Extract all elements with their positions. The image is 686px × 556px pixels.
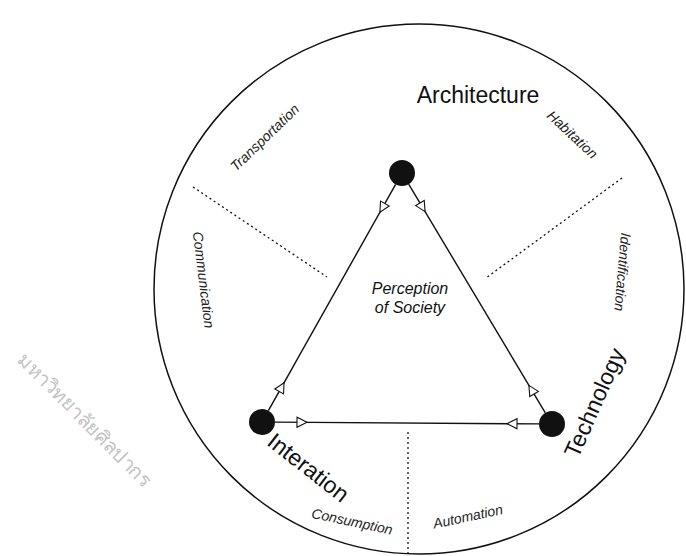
arrow-head — [529, 385, 538, 396]
vertex-node: Technology — [539, 411, 565, 437]
connector-line — [275, 422, 539, 424]
arrow-head — [416, 200, 425, 211]
sector-label: Habitation — [544, 108, 601, 162]
sector-label: Identification — [611, 232, 633, 312]
arrow-head — [275, 383, 284, 394]
arrow-head — [507, 419, 517, 429]
vertex-dot-shape — [389, 160, 415, 186]
sector-label: Communication — [189, 231, 216, 329]
sector-label: Transportation — [228, 101, 303, 174]
connector-line — [268, 184, 395, 410]
vertex-dot-shape — [539, 411, 565, 437]
sector-label: Automation — [432, 502, 504, 532]
vertex-node: Interation — [249, 409, 275, 435]
vertex-label: Interation — [262, 429, 353, 508]
vertex-dot — [389, 160, 415, 186]
watermark: มหาวิทยาลัยศิลปากร — [14, 349, 157, 492]
arrow-head — [380, 201, 389, 212]
sector-divider — [407, 432, 408, 556]
vertex-label: Architecture — [417, 83, 540, 108]
center-label: Perception of Society — [372, 279, 449, 317]
connector-line — [409, 184, 546, 413]
vertex-node: Architecture — [389, 160, 415, 186]
vertex-dot-shape — [249, 409, 275, 435]
vertex-label: Technology — [560, 345, 630, 462]
arrow-head — [297, 417, 307, 427]
outer-circle — [154, 24, 684, 554]
sector-divider — [486, 178, 622, 278]
vertex-dot — [249, 409, 275, 435]
vertex-dot — [539, 411, 565, 437]
sector-divider — [193, 187, 327, 277]
sector-label: Consumption — [310, 506, 394, 538]
